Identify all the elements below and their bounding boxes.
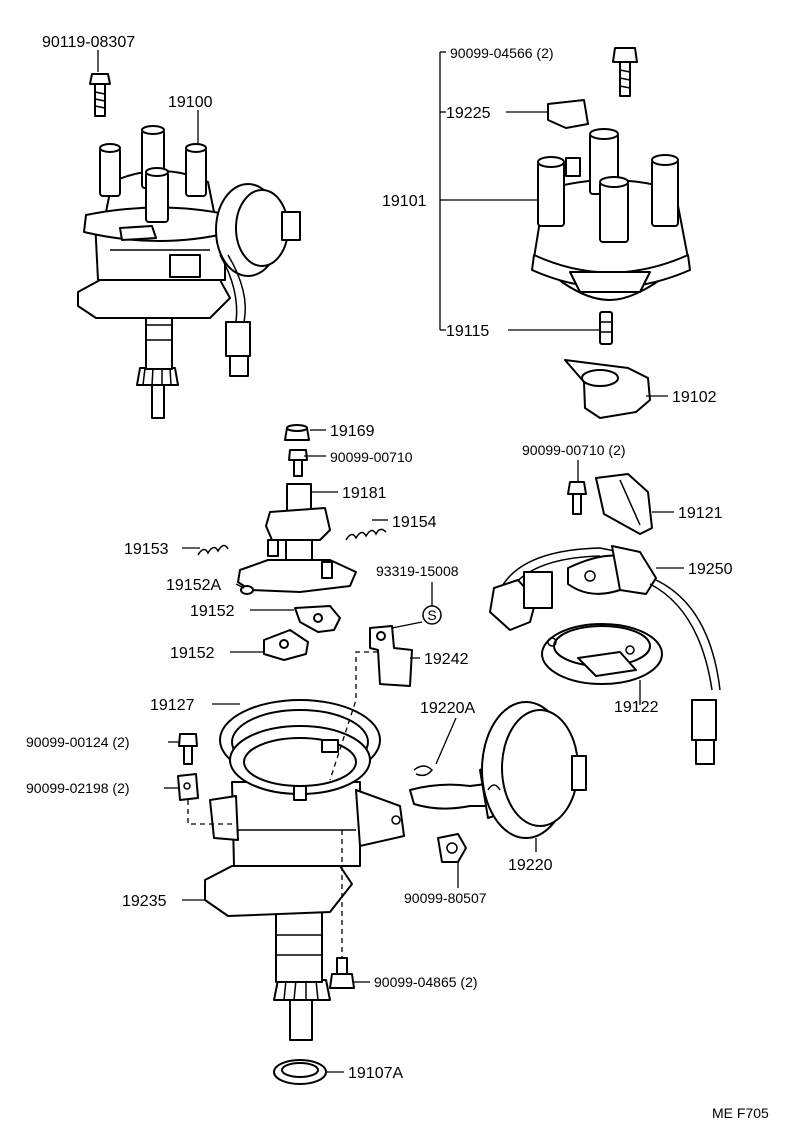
cover-19225 (547, 99, 589, 129)
screw-90099-00710-pair (567, 481, 587, 515)
label-90099-04566: 90099-04566 (2) (450, 45, 554, 61)
label-93319-15008: 93319-15008 (376, 563, 459, 579)
breaker-plate-19122 (541, 623, 663, 685)
label-19127: 19127 (150, 697, 195, 714)
bracket-19242 (369, 625, 413, 687)
weight-19152-lower (263, 629, 309, 661)
label-19122: 19122 (614, 699, 659, 716)
label-19153: 19153 (124, 541, 169, 558)
circle-s-text: S (427, 607, 436, 623)
label-19115: 19115 (446, 323, 489, 340)
label-19220A: 19220A (420, 700, 475, 717)
bolt-90119-08307 (89, 73, 111, 117)
screw-90099-00710 (288, 449, 308, 477)
label-19152-upper: 19152 (190, 603, 235, 620)
oring-19107A (273, 1059, 327, 1085)
spring-19153 (197, 544, 229, 556)
label-19225: 19225 (446, 105, 491, 122)
circle-s-marker: S (422, 605, 442, 625)
governor-cam-19181 (237, 483, 357, 593)
label-90099-80507: 90099-80507 (404, 890, 487, 906)
label-19152A: 19152A (166, 577, 221, 594)
label-90099-04865: 90099-04865 (2) (374, 974, 478, 990)
label-90099-00710: 90099-00710 (330, 449, 413, 465)
label-19121: 19121 (678, 505, 723, 522)
label-19242: 19242 (424, 651, 469, 668)
label-19102: 19102 (672, 389, 717, 406)
distributor-assembly-19100 (77, 125, 301, 419)
screw-90099-00124 (178, 733, 198, 765)
label-19107A: 19107A (348, 1065, 403, 1082)
housing-19235 (204, 725, 405, 1041)
vacuum-advancer-19220 (409, 701, 587, 839)
bolt-90099-04865 (329, 957, 355, 989)
pickup-coil-19250 (489, 545, 721, 765)
label-19220: 19220 (508, 857, 553, 874)
clamp-90099-02198 (177, 773, 199, 801)
distributor-cap-19101 (531, 128, 691, 301)
callout-labels: 90119-08307 19100 90099-04566 (2) 19225 … (26, 34, 769, 1121)
label-19250: 19250 (688, 561, 733, 578)
cap-19169 (284, 424, 310, 441)
label-19152-lower: 19152 (170, 645, 215, 662)
pickup-cover-19121 (595, 473, 653, 535)
figure-code: ME F705 (712, 1105, 769, 1121)
label-90099-00124: 90099-00124 (2) (26, 734, 130, 750)
rotor-19102 (564, 359, 651, 419)
leader-lines (97, 50, 684, 1073)
screw-90099-04566 (612, 47, 638, 97)
label-90119-08307: 90119-08307 (42, 34, 135, 51)
label-19101: 19101 (382, 193, 427, 210)
spring-19154 (345, 528, 387, 541)
label-19169: 19169 (330, 423, 375, 440)
label-90099-02198: 90099-02198 (2) (26, 780, 130, 796)
label-19181: 19181 (342, 485, 387, 502)
weight-19152-upper (294, 605, 341, 633)
label-19235: 19235 (122, 893, 167, 910)
label-19100: 19100 (168, 94, 213, 111)
carbon-brush-19115 (599, 311, 613, 345)
label-19154: 19154 (392, 514, 437, 531)
bolt-90099-80507 (437, 833, 467, 863)
clip-19220A (413, 765, 433, 777)
label-90099-00710-2: 90099-00710 (2) (522, 442, 626, 458)
